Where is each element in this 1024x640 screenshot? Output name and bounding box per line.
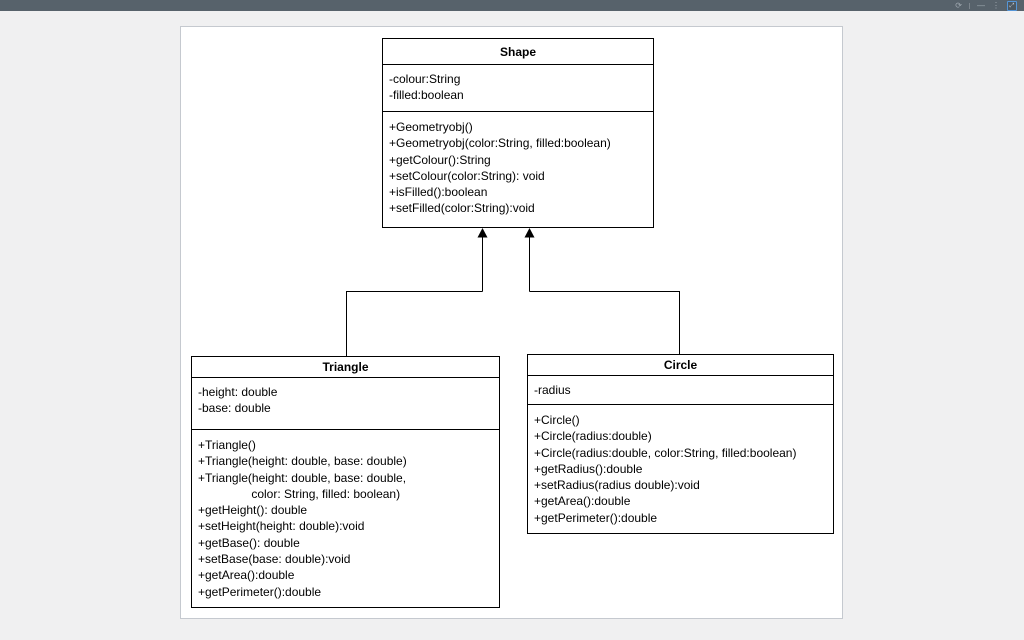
top-toolbar: ⟳ — ⋮ ⤢: [0, 0, 1024, 11]
uml-text-line: +Triangle(height: double, base: double): [198, 454, 407, 469]
uml-text-line: +setColour(color:String): void: [389, 168, 545, 183]
uml-text-line: +getColour():String: [389, 152, 491, 167]
uml-text-line: +getHeight(): double: [198, 503, 308, 518]
uml-text-line: +Triangle(height: double, base: double,: [198, 470, 407, 485]
uml-text-line: -height: double: [198, 385, 278, 399]
class-title: Circle: [528, 355, 833, 376]
uml-text-line: +setRadius(radius double):void: [534, 478, 700, 493]
class-attributes: -colour:String -filled:boolean: [383, 65, 653, 112]
inheritance-connectors: [346, 228, 680, 357]
uml-text-line: -radius: [534, 383, 571, 397]
uml-text-line: color: String, filled: boolean): [198, 486, 401, 501]
class-methods: +Circle() +Circle(radius:double)+Circle(r…: [528, 405, 833, 533]
uml-text-line: +Geometryobj(color:String, filled:boolea…: [389, 136, 611, 151]
uml-class-triangle[interactable]: Triangle -height: double -base: double +T…: [191, 356, 500, 608]
uml-text-line: +Geometryobj(): [389, 120, 473, 134]
uml-text-line: -colour:String: [389, 72, 461, 86]
uml-text-line: +setHeight(height: double):void: [198, 519, 365, 534]
refresh-icon[interactable]: ⟳: [955, 0, 962, 10]
uml-text-line: +Circle(): [534, 413, 580, 427]
uml-class-shape[interactable]: Shape -colour:String -filled:boolean +Geo…: [382, 38, 654, 228]
expand-icon[interactable]: ⤢: [1007, 0, 1017, 11]
uml-text-line: -base: double: [198, 401, 271, 416]
class-title: Shape: [383, 39, 653, 65]
uml-text-line: +Triangle(): [198, 438, 256, 452]
uml-text-line: +Circle(radius:double, color:String, fil…: [534, 445, 797, 460]
class-attributes: -radius: [528, 376, 833, 405]
connector-lines: [346, 236, 680, 357]
class-attributes: -height: double -base: double: [192, 378, 499, 430]
uml-text-line: +getPerimeter():double: [198, 584, 322, 599]
uml-text-line: +getBase(): double: [198, 535, 300, 550]
class-methods: +Geometryobj() +Geometryobj(color:String,…: [383, 112, 653, 227]
uml-text-line: +setBase(base: double):void: [198, 552, 351, 567]
uml-text-line: -filled:boolean: [389, 88, 464, 103]
uml-text-line: +isFilled():boolean: [389, 185, 488, 200]
uml-text-line: +Circle(radius:double): [534, 429, 652, 444]
class-methods: +Triangle() +Triangle(height: double, bas…: [192, 430, 499, 607]
toolbar-separator: [969, 2, 970, 9]
uml-text-line: +setFilled(color:String):void: [389, 201, 535, 216]
class-title: Triangle: [192, 357, 499, 378]
diagram-canvas: Shape -colour:String -filled:boolean +Geo…: [180, 26, 843, 619]
info-icon[interactable]: ⋮: [992, 0, 1000, 10]
uml-text-line: +getArea():double: [534, 494, 631, 509]
uml-class-circle[interactable]: Circle -radius +Circle() +Circle(radius:d…: [527, 354, 834, 534]
uml-text-line: +getRadius():double: [534, 461, 643, 476]
inheritance-arrowheads: [477, 228, 535, 238]
uml-text-line: +getArea():double: [198, 568, 295, 583]
uml-text-line: +getPerimeter():double: [534, 510, 658, 525]
dash-icon[interactable]: —: [977, 0, 985, 10]
